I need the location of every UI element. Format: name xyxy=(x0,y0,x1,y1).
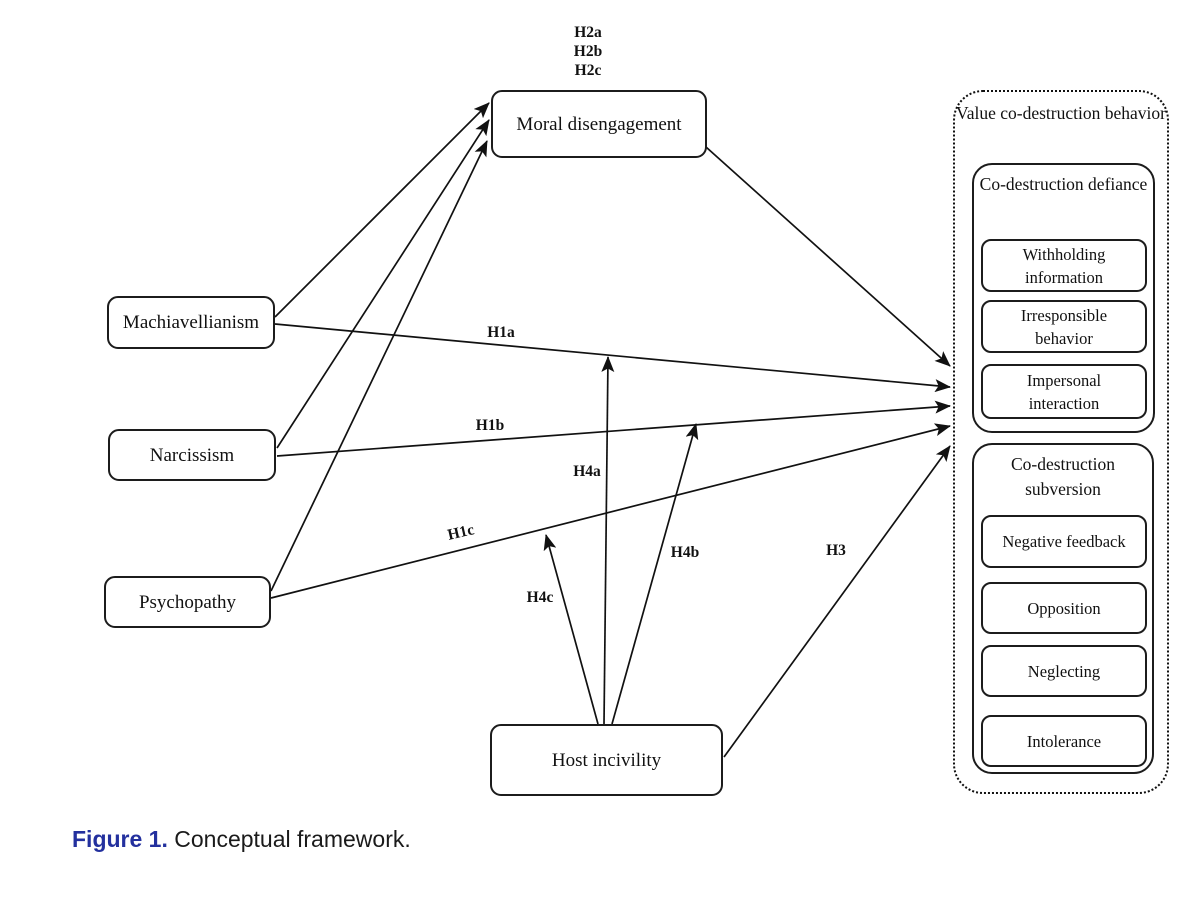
h2-hypothesis-stack: H2a H2b H2c xyxy=(574,23,602,80)
node-host-incivility: Host incivility xyxy=(490,724,723,796)
node-psychopathy: Psychopathy xyxy=(104,576,271,628)
group-co-destruction-defiance: Co-destruction defiance Withholding info… xyxy=(972,163,1155,433)
h3-label: H3 xyxy=(826,542,846,559)
node-narcissism: Narcissism xyxy=(108,429,276,481)
node-host-incivility-label: Host incivility xyxy=(551,749,662,771)
item-impersonal-interaction: Impersonal interaction xyxy=(981,364,1147,419)
item-intolerance: Intolerance xyxy=(981,715,1147,767)
item-neglecting-label: Neglecting xyxy=(1027,661,1101,681)
node-machiavellianism: Machiavellianism xyxy=(107,296,275,349)
node-psychopathy-label: Psychopathy xyxy=(138,591,237,613)
arrow-h1b xyxy=(276,400,951,457)
item-negative-feedback-label: Negative feedback xyxy=(1002,532,1126,551)
group-subversion-heading: Co-destruction subversion xyxy=(1010,454,1115,499)
item-opposition-label: Opposition xyxy=(1027,598,1101,618)
h2b-label: H2b xyxy=(573,43,603,60)
item-negative-feedback: Negative feedback xyxy=(981,515,1147,568)
figure-caption-text: Conceptual framework. xyxy=(167,826,411,852)
figure-caption-label: Figure 1. xyxy=(72,826,168,852)
group-defiance-heading: Co-destruction defiance xyxy=(979,174,1148,194)
arrow-narcissism-to-moral-disengagement xyxy=(276,119,490,449)
arrow-h4b xyxy=(611,423,699,725)
arrow-psychopathy-to-moral-disengagement xyxy=(270,140,488,592)
arrow-machiavellianism-to-moral-disengagement xyxy=(274,102,490,318)
item-intolerance-label: Intolerance xyxy=(1026,731,1102,751)
h4c-label: H4c xyxy=(526,589,554,606)
node-machiavellianism-label: Machiavellianism xyxy=(122,312,260,333)
arrow-h1c xyxy=(270,423,951,599)
h4a-label: H4a xyxy=(573,463,601,480)
h2c-label: H2c xyxy=(574,62,602,79)
item-impersonal-interaction-label: Impersonal interaction xyxy=(1026,370,1102,413)
item-neglecting: Neglecting xyxy=(981,645,1147,697)
node-moral-disengagement-label: Moral disengagement xyxy=(516,113,682,135)
item-withholding-information-label: Withholding information xyxy=(1022,244,1106,287)
node-moral-disengagement: Moral disengagement xyxy=(491,90,707,158)
item-opposition: Opposition xyxy=(981,582,1147,634)
h2a-label: H2a xyxy=(574,24,602,41)
arrow-h4a xyxy=(601,356,615,725)
figure-caption: Figure 1. Conceptual framework. xyxy=(72,826,411,853)
arrow-h4c xyxy=(543,534,599,725)
item-irresponsible-behavior-label: Irresponsible behavior xyxy=(1020,305,1108,348)
item-irresponsible-behavior: Irresponsible behavior xyxy=(981,300,1147,353)
arrow-h3 xyxy=(723,445,951,758)
group-co-destruction-subversion: Co-destruction subversion Negative feedb… xyxy=(972,443,1154,774)
h4b-label: H4b xyxy=(670,544,700,561)
h1a-label: H1a xyxy=(487,324,515,341)
outcome-panel-title: Value co-destruction behavior xyxy=(956,103,1166,123)
node-narcissism-label: Narcissism xyxy=(149,444,235,466)
item-withholding-information: Withholding information xyxy=(981,239,1147,292)
outcome-panel-value-co-destruction: Value co-destruction behavior Co-destruc… xyxy=(953,90,1169,794)
h1b-label: H1b xyxy=(475,417,505,434)
arrow-h1a xyxy=(274,323,951,393)
arrow-moral-disengagement-to-panel xyxy=(705,146,951,367)
